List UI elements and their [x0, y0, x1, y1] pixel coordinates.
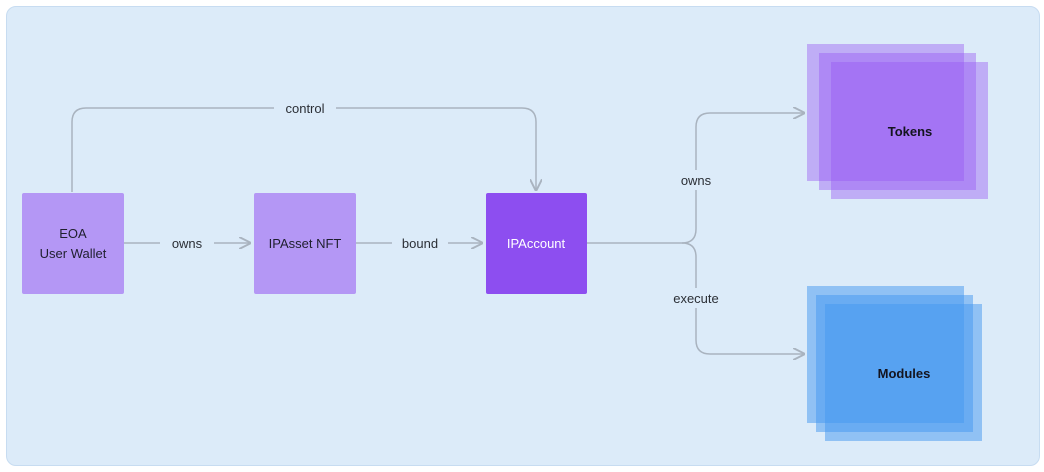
edge-owns-label: owns: [172, 236, 203, 251]
node-tokens-label: Tokens: [888, 124, 933, 139]
tokens-layer-mid: [819, 53, 976, 190]
edge-owns-tokens-label-bg: [672, 170, 720, 190]
edge-execute-label-bg: [664, 288, 728, 308]
node-eoa-line2: User Wallet: [40, 246, 107, 261]
edge-bound-label-bg: [392, 233, 448, 253]
node-ipaccount: IPAccount: [486, 193, 587, 294]
edge-owns-tokens-label: owns: [681, 173, 712, 188]
edge-control: [71, 107, 536, 192]
edge-execute-label: execute: [673, 291, 719, 306]
node-ipasset-nft: IPAsset NFT: [254, 193, 356, 294]
node-modules: Modules: [807, 286, 982, 441]
node-ipaccount-label: IPAccount: [507, 236, 566, 251]
node-eoa-user-wallet: EOA User Wallet: [22, 193, 124, 294]
edge-control-label-bg: [274, 98, 336, 118]
edge-control-label: control: [285, 101, 324, 116]
node-modules-label: Modules: [878, 366, 931, 381]
edge-owns-label-bg: [160, 233, 214, 253]
modules-layer-front: [825, 304, 982, 441]
node-eoa-line1: EOA: [59, 226, 87, 241]
tokens-layer-front: [831, 62, 988, 199]
edge-execute: [681, 242, 804, 354]
node-tokens: Tokens: [807, 44, 988, 199]
node-ipasset-label: IPAsset NFT: [269, 236, 342, 251]
edge-bound-label: bound: [402, 236, 438, 251]
tokens-layer-back: [807, 44, 964, 181]
